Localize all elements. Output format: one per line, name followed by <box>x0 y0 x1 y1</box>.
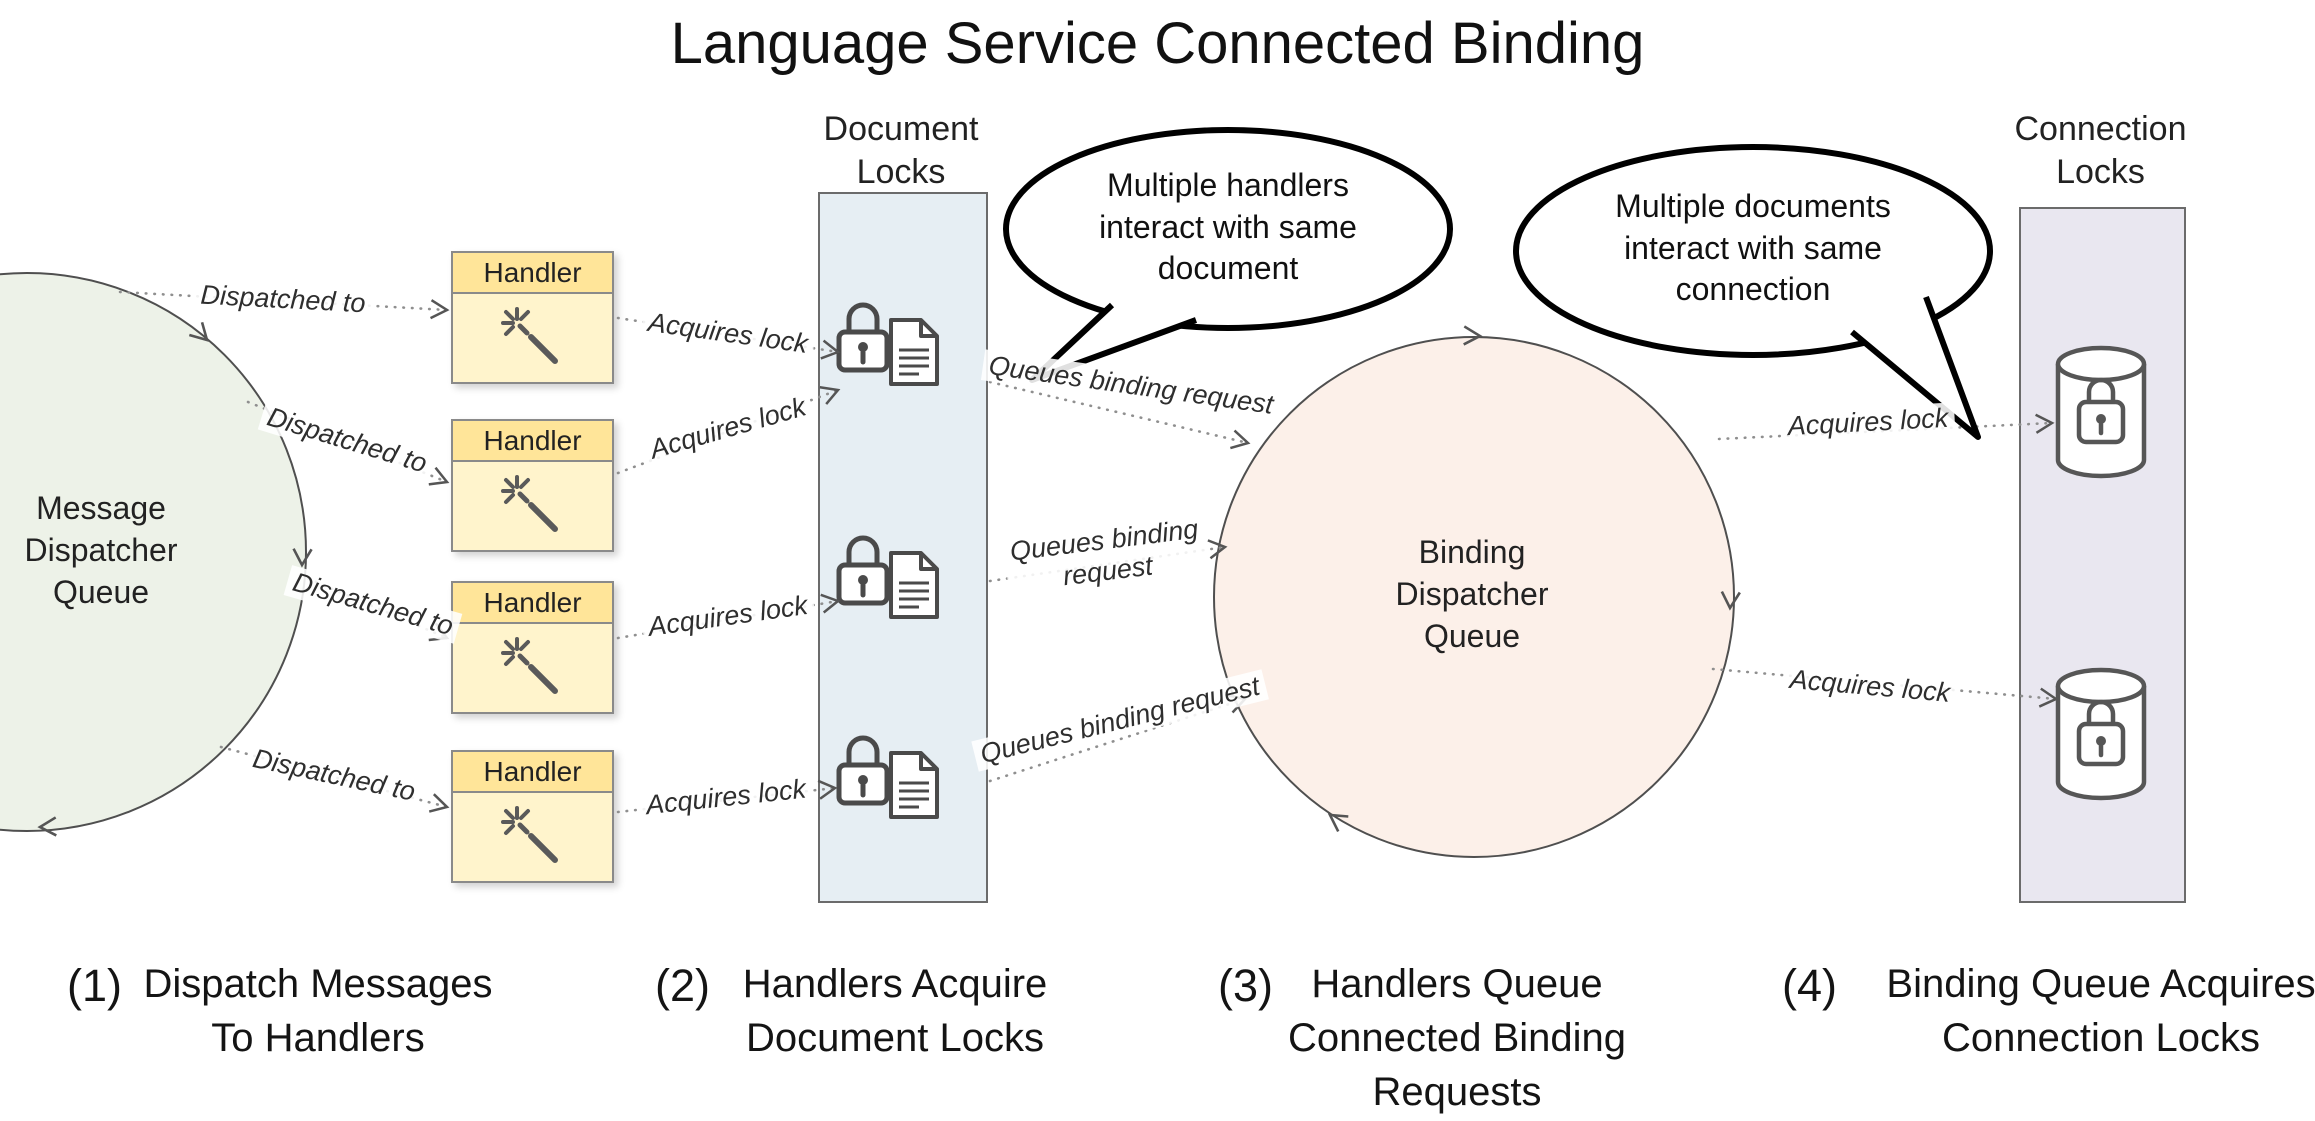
caption-number-1: (1) <box>67 960 122 1011</box>
acquires-connection-lock-arrows <box>1711 413 2059 708</box>
arrow-label-acquires-lock: Acquires lock <box>1781 402 1955 443</box>
connection-locks-title: Connection Locks <box>2014 110 2187 191</box>
lock-document-icon <box>823 525 953 635</box>
arrow-label-acquires-lock: Acquires lock <box>638 773 814 822</box>
arrow-label-dispatched-to: Dispatched to <box>283 565 463 644</box>
handler-label: Handler <box>453 583 612 624</box>
arrow-label-acquires-lock: Acquires lock <box>1782 663 1958 710</box>
arrow-label-queues-binding-request: Queues binding request <box>971 669 1269 772</box>
speech-bubble-documents-text: Multiple documents interact with same co… <box>1615 188 1891 308</box>
handler-box-3: Handler <box>451 581 614 714</box>
caption-number-4: (4) <box>1782 960 1837 1011</box>
handler-box-1: Handler <box>451 251 614 384</box>
document-locks-title: Document Locks <box>823 110 979 191</box>
binding-dispatcher-queue-circle <box>1213 336 1735 858</box>
arrow-label-queues-binding-request: Queues binding request <box>1002 512 1210 600</box>
magic-wand-icon <box>497 303 567 378</box>
handler-box-4: Handler <box>451 750 614 883</box>
magic-wand-icon <box>497 471 567 546</box>
arrow-label-queues-binding-request: Queues binding request <box>980 349 1282 422</box>
handler-box-2: Handler <box>451 419 614 552</box>
lock-document-icon <box>823 292 953 402</box>
arrow-label-acquires-lock: Acquires lock <box>640 589 816 644</box>
caption-number-2: (2) <box>655 960 710 1011</box>
caption-text-4: Binding Queue Acquires Connection Locks <box>1886 962 2315 1060</box>
caption-text-1: Dispatch Messages To Handlers <box>143 962 493 1060</box>
lock-document-icon <box>823 725 953 835</box>
caption-number-3: (3) <box>1218 960 1273 1011</box>
handler-label: Handler <box>453 752 612 793</box>
page-title: Language Service Connected Binding <box>670 11 1645 76</box>
speech-bubble-handlers-text: Multiple handlers interact with same doc… <box>1099 167 1357 287</box>
magic-wand-icon <box>497 802 567 877</box>
database-lock-icon <box>2046 340 2156 495</box>
binding-dispatcher-queue-label: Binding Dispatcher Queue <box>1395 534 1549 655</box>
arrow-label-acquires-lock: Acquires lock <box>640 306 816 361</box>
arrow-label-dispatched-to: Dispatched to <box>244 741 424 810</box>
magic-wand-icon <box>497 633 567 708</box>
database-lock-icon <box>2046 662 2156 817</box>
caption-text-3: Handlers Queue Connected Binding Request… <box>1287 962 1627 1114</box>
handler-label: Handler <box>453 253 612 294</box>
handler-label: Handler <box>453 421 612 462</box>
message-dispatcher-queue-label: Message Dispatcher Queue <box>24 490 178 611</box>
arrow-label-acquires-lock: Acquires lock <box>640 389 816 468</box>
arrow-label-dispatched-to: Dispatched to <box>193 279 373 320</box>
caption-text-2: Handlers Acquire Document Locks <box>742 962 1048 1060</box>
